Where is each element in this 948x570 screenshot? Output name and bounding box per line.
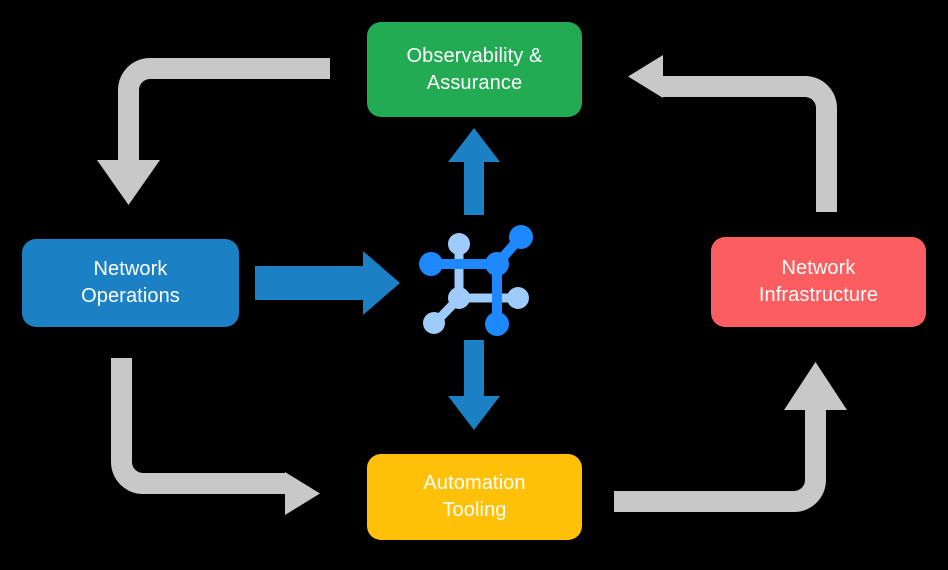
node-label-network-operations: Network Operations xyxy=(81,258,180,307)
node-label-automation-tooling: Automation Tooling xyxy=(423,472,526,521)
blue-arrow-path-down xyxy=(448,340,500,430)
gray-arrow-netops-to-automation xyxy=(111,358,320,515)
gray-arrow-path-bl xyxy=(111,358,320,515)
node-box-network-infrastructure[interactable]: Network Infrastructure xyxy=(711,237,926,327)
gray-arrow-path-tr xyxy=(628,55,837,212)
network-node-topright-dark xyxy=(509,225,533,249)
blue-arrow-netops-to-center xyxy=(255,251,400,315)
blue-arrow-center-to-observability xyxy=(448,128,500,215)
gray-arrow-automation-to-netinfra xyxy=(614,362,847,512)
network-node-right-light xyxy=(507,287,529,309)
node-label-network-infrastructure: Network Infrastructure xyxy=(758,257,879,306)
blue-arrow-path-right xyxy=(255,251,400,315)
network-node-mid-light xyxy=(448,287,470,309)
network-node-top-light xyxy=(448,233,470,255)
gray-arrow-netinfra-to-observability xyxy=(628,55,837,212)
node-box-automation-tooling[interactable]: Automation Tooling xyxy=(367,454,582,540)
node-box-observability[interactable]: Observability & Assurance xyxy=(367,22,582,117)
network-node-bottom-dark xyxy=(485,312,509,336)
network-graph-icon xyxy=(419,225,533,336)
node-box-network-operations[interactable]: Network Operations xyxy=(22,239,239,327)
network-node-center-dark xyxy=(485,252,509,276)
gray-arrow-observability-to-netops xyxy=(97,58,330,205)
network-icon-nodes-light xyxy=(423,233,529,334)
gray-arrow-path-br xyxy=(614,362,847,512)
network-node-lowerleft-light xyxy=(423,312,445,334)
network-icon-nodes-dark xyxy=(419,225,533,336)
network-node-left-dark xyxy=(419,252,443,276)
gray-arrow-path-tl xyxy=(97,58,330,205)
blue-arrow-path-up xyxy=(448,128,500,215)
node-label-observability: Observability & Assurance xyxy=(406,44,543,94)
blue-arrow-center-to-automation xyxy=(448,340,500,430)
